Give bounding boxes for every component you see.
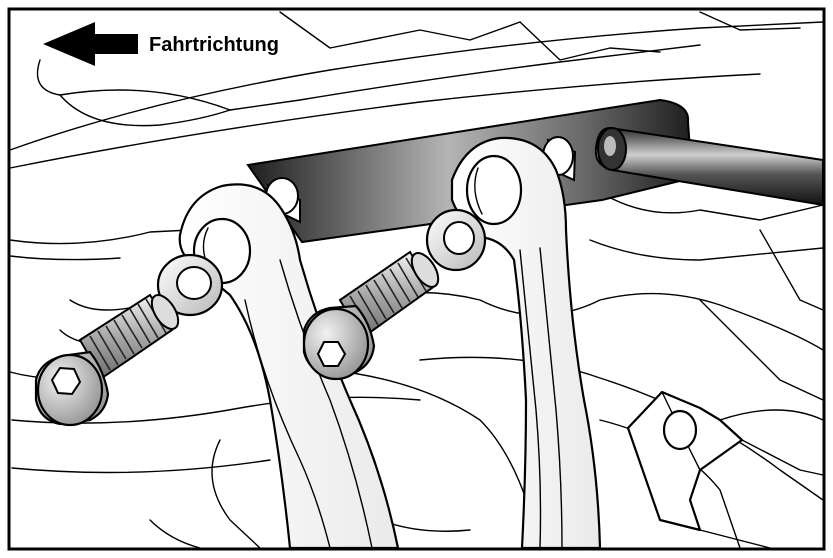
hex-socket-screw-icon-right [302,250,440,381]
rod-icon [594,126,824,207]
direction-label: Fahrtrichtung [149,34,279,56]
figure-frame [7,7,826,551]
direction-indicator: Fahrtrichtung [43,22,279,66]
arrow-left-icon [43,22,138,66]
arm-link-icon-right [450,136,602,550]
chassis-background [9,11,824,549]
hex-socket-screw-icon-left [34,293,180,427]
washer-icon-right [425,208,487,272]
washer-icon-left [156,253,224,317]
